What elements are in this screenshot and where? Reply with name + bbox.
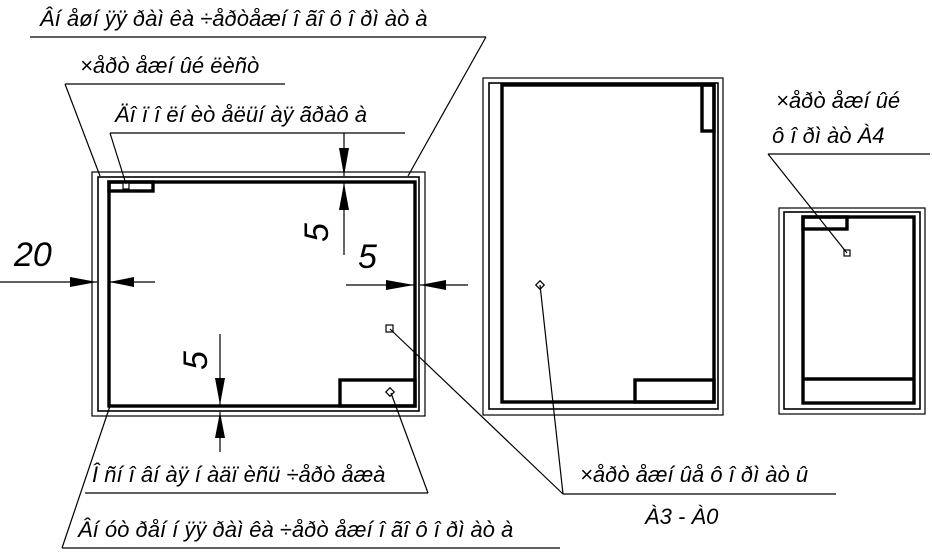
dimension-top xyxy=(339,133,349,255)
dimension-right-value: 5 xyxy=(358,238,377,276)
outer-frame-trim xyxy=(91,171,426,417)
a4-label-line2: ô î ðì àò À4 xyxy=(772,123,885,148)
outer-frame-trim xyxy=(778,207,926,415)
formats-range: À3 - À0 xyxy=(644,504,719,529)
outer-frame-label: Âí åøí ÿÿ ðàì êà ÷åðòåæí î ãî ô î ðì àò … xyxy=(39,6,428,31)
a4-sheet xyxy=(778,207,926,415)
inner-frame xyxy=(801,215,916,405)
dimension-left xyxy=(0,277,155,287)
outer-frame xyxy=(783,211,921,410)
outer-frame-trim xyxy=(482,77,724,416)
main-inscription-box xyxy=(338,378,417,408)
a4-label-line1: ×åðò åæí ûé xyxy=(776,88,900,113)
dimension-top-value: 5 xyxy=(298,223,336,242)
additional-column-box xyxy=(801,215,849,231)
dimension-bottom xyxy=(215,334,225,452)
landscape-sheet xyxy=(91,171,426,417)
marker-right xyxy=(385,324,394,333)
marker-inscription xyxy=(384,386,396,398)
dimension-right xyxy=(346,280,468,290)
portrait-sheet xyxy=(482,77,724,416)
inner-frame xyxy=(107,180,417,408)
inner-frame xyxy=(500,83,716,404)
additional-column-box xyxy=(700,83,716,133)
dimension-bottom-value: 5 xyxy=(177,351,215,370)
title-sheet-label: ×åðò åæí ûé ëèñò xyxy=(80,53,259,78)
formats-caption: ×åðò åæí ûå ô î ðì àò û xyxy=(580,462,808,487)
main-inscription-box xyxy=(633,378,716,404)
additional-column-box xyxy=(107,180,155,193)
outer-frame xyxy=(488,82,719,410)
inner-frame-label: Âí óò ðåí í ÿÿ ðàì êà ÷åðò åæí î ãî ô î … xyxy=(77,517,513,542)
additional-column-label: Äî ï î ëí èò åëüí àÿ ãðàô à xyxy=(114,102,367,127)
dimension-left-value: 20 xyxy=(13,236,52,274)
main-inscription-label: Î ñí î âí àÿ í àäï èñü ÷åðò åæà xyxy=(92,462,385,487)
leaders xyxy=(30,36,930,549)
outer-frame xyxy=(97,176,420,412)
